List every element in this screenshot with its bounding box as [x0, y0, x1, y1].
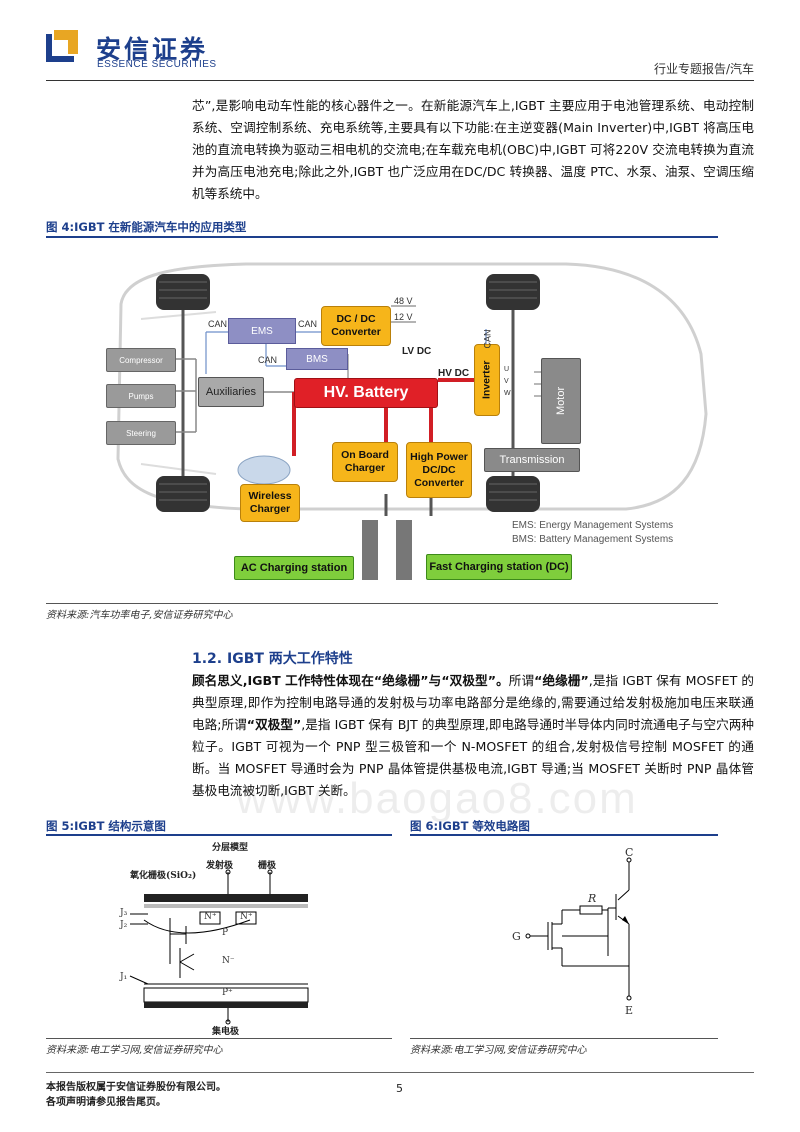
nminus-region-label: N⁻	[222, 956, 235, 966]
pumps-box: Pumps	[106, 384, 176, 408]
phase-v-label: V	[504, 378, 509, 385]
figure6-title: 图 6:IGBT 等效电路图	[410, 819, 530, 833]
section-title: 1.2. IGBT 两大工作特性	[192, 651, 353, 667]
igbt-structure-drawing	[129, 869, 309, 1025]
intro-paragraph: 芯”,是影响电动车性能的核心器件之一。在新能源汽车上,IGBT 主要应用于电池管…	[192, 98, 754, 201]
can-label-4: CAN	[482, 329, 493, 349]
can-label-2: CAN	[298, 319, 318, 329]
hv-battery-box: HV. Battery	[294, 378, 438, 408]
term-bipolar: “双极型”	[246, 717, 302, 732]
wireless-charger-box: Wireless Charger	[240, 484, 300, 522]
resistor-r-label: R	[588, 892, 597, 905]
emitter-e-label: E	[625, 1004, 634, 1017]
phase-w-label: W	[504, 390, 511, 397]
high-power-dcdc-box: High Power DC/DC Converter	[406, 442, 472, 498]
figure6-diagram: C E G R	[510, 846, 660, 1026]
pplus-region-label: P⁺	[222, 988, 233, 998]
dcdc-converter-box: DC / DC Converter	[321, 306, 391, 346]
figure5-source-rule	[46, 1038, 392, 1039]
nplus-label-2: N⁺	[240, 912, 253, 922]
car-outline	[116, 262, 708, 580]
header-divider	[46, 80, 754, 81]
figure5-title: 图 5:IGBT 结构示意图	[46, 819, 166, 833]
term-insulated-gate: “绝缘栅”	[534, 673, 589, 688]
inverter-box: Inverter	[474, 344, 500, 416]
onboard-charger-box: On Board Charger	[332, 442, 398, 482]
figure4-source-rule	[46, 603, 718, 604]
collector-label: 集电极	[212, 1027, 240, 1037]
footer-divider	[46, 1072, 754, 1073]
logo-text-cn: 安信证券	[96, 35, 209, 64]
j2-label: J₂	[120, 920, 128, 930]
watermark: www.baogao8.com	[236, 774, 638, 823]
hv-dc-label: HV DC	[438, 368, 470, 379]
nplus-label-1: N⁺	[204, 912, 217, 922]
figure4-title-rule	[46, 236, 718, 238]
report-category: 行业专题报告/汽车	[653, 62, 754, 76]
footer-copyright: 本报告版权属于安信证券股份有限公司。	[46, 1082, 226, 1093]
oxide-gate-label: 氧化栅极(SiO₂)	[130, 871, 197, 881]
j1-label: J₁	[120, 972, 128, 982]
j3-label: J₃	[120, 908, 128, 918]
legend-bms: BMS: Battery Management Systems	[512, 534, 674, 545]
lv-dc-label: LV DC	[402, 346, 432, 357]
can-label-1: CAN	[208, 319, 228, 329]
footer-disclaimer: 各项声明请参见报告尾页。	[46, 1097, 166, 1108]
voltage-12v-label: 12 V	[394, 312, 413, 322]
logo-icon	[46, 28, 80, 62]
emitter-label: 发射极	[206, 861, 234, 871]
steering-box: Steering	[106, 421, 176, 445]
gate-label: 栅极	[258, 861, 277, 871]
p-region-label: P	[222, 928, 229, 938]
auxiliaries-box: Auxiliaries	[198, 377, 264, 407]
phase-u-label: U	[504, 366, 510, 373]
logo-text-en: ESSENCE SECURITIES	[97, 59, 217, 70]
compressor-box: Compressor	[106, 348, 176, 372]
motor-box: Motor	[541, 358, 581, 444]
figure5-source: 资料来源:电工学习网,安信证券研究中心	[46, 1045, 223, 1056]
figure4-title: 图 4:IGBT 在新能源汽车中的应用类型	[46, 220, 247, 234]
section-lead: 顾名思义,IGBT 工作特性体现在“绝缘栅”与“双极型”。	[192, 673, 509, 688]
page-number: 5	[396, 1082, 403, 1095]
ems-box: EMS	[228, 318, 296, 344]
figure6-source: 资料来源:电工学习网,安信证券研究中心	[410, 1045, 587, 1056]
gate-g-label: G	[512, 930, 521, 943]
figure6-title-rule	[410, 834, 718, 836]
layer-model-label: 分层模型	[212, 843, 249, 853]
transmission-box: Transmission	[484, 448, 580, 472]
figure5-diagram: 分层模型 发射极 栅极 氧化栅极(SiO₂) J₃ J₂ J₁ N⁺ N⁺ P …	[120, 838, 330, 1037]
voltage-48v-label: 48 V	[394, 296, 413, 306]
figure4-diagram: www.baogao8.com Compressor Pumps Steerin…	[46, 244, 718, 823]
collector-c-label: C	[625, 846, 634, 859]
fast-charging-station: Fast Charging station (DC)	[426, 554, 572, 580]
can-label-3: CAN	[258, 355, 278, 365]
igbt-equivalent-circuit	[525, 857, 632, 1001]
bms-box: BMS	[286, 348, 348, 370]
figure5-title-rule	[46, 834, 392, 836]
ac-charging-station: AC Charging station	[234, 556, 354, 580]
figure4-source: 资料来源:汽车功率电子,安信证券研究中心	[46, 610, 233, 621]
figure6-source-rule	[410, 1038, 718, 1039]
legend-ems: EMS: Energy Management Systems	[512, 520, 674, 531]
section-paragraph: 顾名思义,IGBT 工作特性体现在“绝缘栅”与“双极型”。所谓“绝缘栅”,是指 …	[192, 673, 755, 798]
